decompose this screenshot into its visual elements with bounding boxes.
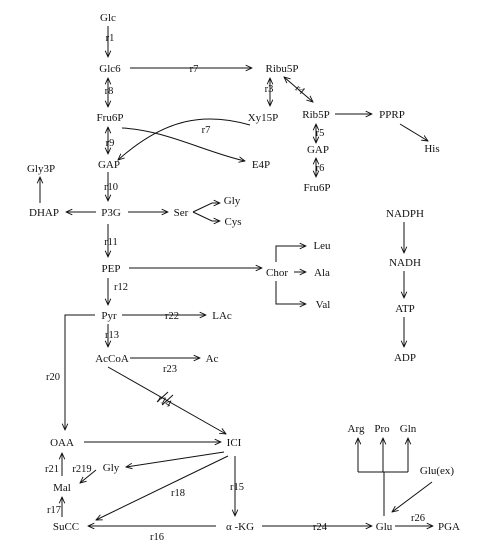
edge-r7-xy15p [118,118,251,160]
node-chor: Chor [266,267,288,279]
reaction-r26: r26 [411,513,425,524]
reaction-r20: r20 [46,372,60,383]
edge-ici-gly [126,451,225,467]
reaction-r14: r14 [155,394,173,411]
reaction-r22: r22 [165,311,179,322]
edge-gly-mal [80,469,97,483]
node-gap: GAP [98,159,120,171]
node-nadh: NADH [389,257,421,269]
node-pga: PGA [438,521,460,533]
reaction-r10: r10 [104,182,118,193]
edge-ici-succ [96,455,229,520]
node-ac: Ac [206,353,219,365]
node-adp: ADP [394,352,416,364]
node-fru6p-ppp: Fru6P [304,182,331,194]
node-lac: LAc [212,310,232,322]
edge-r7-e4p [121,127,245,161]
reaction-r7-top: r7 [190,64,199,75]
reaction-r24: r24 [313,522,328,533]
edge-pyr-oaa [65,314,95,430]
edge-accoa-ici-mark1 [156,391,169,403]
edge-chor-leu [275,246,306,262]
node-nadph: NADPH [386,208,424,220]
node-akg: α -KG [226,521,254,533]
edge-gluex-glu [392,481,433,512]
reaction-r16: r16 [150,532,164,543]
reaction-r17: r17 [47,505,61,516]
node-mal: Mal [53,482,71,494]
node-ser: Ser [174,207,189,219]
reaction-r8: r8 [105,86,114,97]
node-leu: Leu [313,240,331,252]
node-pep: PEP [102,263,121,275]
node-e4p: E4P [252,159,270,171]
node-pro: Pro [374,423,390,435]
reaction-r15: r15 [230,482,244,493]
node-glu: Glu [376,521,393,533]
node-gly3p: Gly3P [27,163,55,175]
reaction-r13: r13 [105,330,119,341]
node-ala: Ala [314,267,330,279]
node-rib5p: Rib5P [302,109,330,121]
edge-pprp-his [399,123,428,141]
node-cys: Cys [224,216,241,228]
node-glc: Glc [100,12,116,24]
reaction-r3: r3 [265,84,274,95]
node-his: His [424,143,439,155]
node-oaa: OAA [50,437,74,449]
node-succ: SuCC [53,521,79,533]
node-p3g: P3G [101,207,121,219]
node-gap-ppp: GAP [307,144,329,156]
node-accoa: AcCoA [95,353,129,365]
reaction-r23: r23 [163,364,177,375]
node-gly-glyoxylate: Gly [103,462,120,474]
node-ici: ICI [227,437,242,449]
edge-ser-cys [192,211,220,221]
reaction-r11: r11 [104,237,118,248]
reaction-r219: r219 [72,464,91,475]
node-xy15p: Xy15P [248,112,279,124]
reaction-r6: r6 [316,163,325,174]
node-gln: Gln [400,423,417,435]
node-pyr: Pyr [101,310,117,322]
node-atp: ATP [395,303,415,315]
reaction-r18: r18 [171,488,185,499]
node-val: Val [316,299,331,311]
node-pprp: PPRP [379,109,405,121]
edge-chor-val [275,281,306,304]
reaction-r7-cross: r7 [202,125,211,136]
edge-accoa-ici-mark2 [161,394,174,406]
reaction-r9: r9 [106,138,115,149]
node-dhap: DHAP [29,207,59,219]
node-arg: Arg [348,423,365,435]
reaction-r1: r1 [106,33,115,44]
reaction-r5: r5 [316,128,325,139]
node-gly: Gly [224,195,241,207]
node-glc6: Glc6 [99,63,121,75]
node-gluex: Glu(ex) [420,465,455,477]
node-ribu5p: Ribu5P [265,63,298,75]
node-fru6p: Fru6P [97,112,124,124]
edge-ser-gly [192,203,220,213]
reaction-r12: r12 [114,282,128,293]
edge-ribu5p-rib5p [284,77,313,102]
reaction-r21: r21 [45,464,59,475]
